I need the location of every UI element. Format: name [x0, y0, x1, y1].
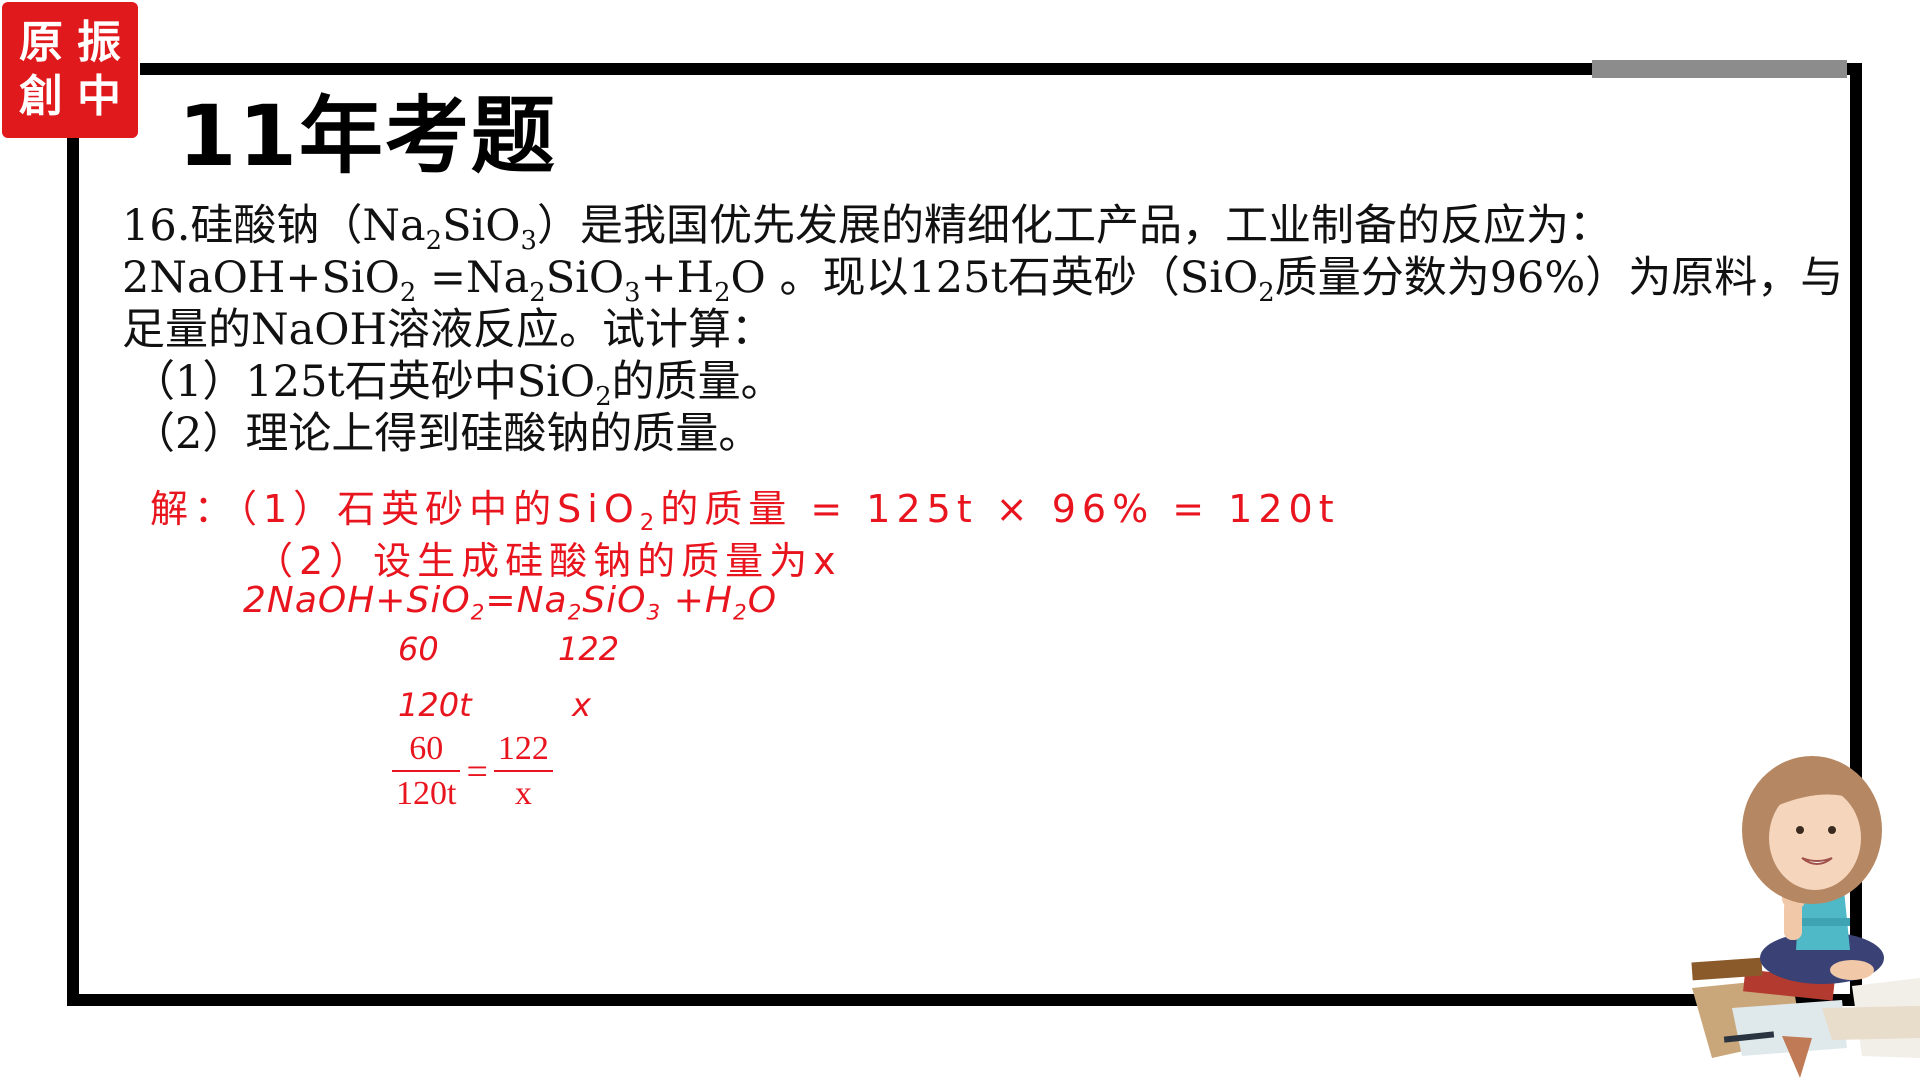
- stamp-char: 中: [77, 71, 121, 122]
- text: =Na: [485, 580, 568, 621]
- seal-stamp-logo: 原 振 創 中: [2, 2, 138, 138]
- subscript: 3: [520, 226, 537, 257]
- unknown-mass: x: [572, 686, 591, 724]
- question-line-2: 2NaOH+SiO2 =Na2SiO3+H2O 。现以125t石英砂（SiO2质…: [122, 252, 1843, 306]
- text: 的质量 = 125t × 96% = 120t: [660, 487, 1340, 531]
- frame-top-border: [140, 63, 1862, 75]
- subscript: 2: [595, 382, 612, 413]
- subscript: 2: [399, 278, 417, 309]
- page-title: 11年考题: [178, 87, 557, 185]
- subscript: 2: [639, 509, 661, 536]
- frame-bottom-border: [67, 994, 1862, 1006]
- subscript: 2: [425, 226, 443, 257]
- question-line-3: 足量的NaOH溶液反应。试计算：: [122, 305, 775, 355]
- subscript: 3: [646, 600, 662, 626]
- text: 质量分数为96%）为原料，与: [1274, 253, 1844, 303]
- chemical-equation: 2NaOH+SiO2=Na2SiO3 +H2O: [243, 580, 778, 624]
- subscript: 2: [567, 600, 583, 626]
- subscript: 2: [529, 278, 546, 309]
- text: （1）125t石英砂中SiO: [132, 357, 596, 407]
- text: SiO: [545, 253, 625, 303]
- fraction-bar: [392, 770, 461, 772]
- fraction-left: 60 120t: [392, 730, 461, 814]
- frame-left-border: [67, 138, 79, 1006]
- question-block: 16.硅酸钠（Na2SiO3）是我国优先发展的精细化工产品，工业制备的反应为： …: [122, 200, 1843, 460]
- solution-line-2: （2）设生成硅酸钠的质量为x: [255, 539, 842, 583]
- numerator: 60: [409, 730, 444, 767]
- text: 的质量。: [611, 357, 784, 407]
- numerator: 122: [497, 730, 549, 767]
- text: 2NaOH+SiO: [122, 253, 400, 303]
- watermark-strip: [1592, 60, 1847, 78]
- text: 硅酸钠（Na: [190, 201, 426, 251]
- molar-mass-sio2: 60: [398, 630, 439, 668]
- given-mass: 120t: [398, 686, 472, 724]
- text: 2NaOH+SiO: [243, 580, 471, 621]
- text: ）是我国优先发展的精细化工产品，工业制备的反应为：: [536, 201, 1612, 251]
- stamp-char: 原: [19, 17, 63, 68]
- text: +H: [640, 253, 715, 303]
- text: SiO: [582, 580, 647, 621]
- question-part-2: （2）理论上得到硅酸钠的质量。: [132, 409, 762, 459]
- question-number: 16.: [122, 201, 191, 251]
- text: O 。现以125t石英砂（SiO: [730, 253, 1259, 303]
- text: +H: [661, 580, 733, 621]
- molar-mass-na2sio3: 122: [558, 630, 620, 668]
- text: 解：（1）石英砂中的SiO: [150, 487, 640, 531]
- subscript: 2: [470, 600, 486, 626]
- question-part-1: （1）125t石英砂中SiO2的质量。: [122, 356, 1822, 410]
- stamp-char: 創: [19, 71, 63, 122]
- subscript: 2: [1258, 278, 1275, 309]
- solution-line-1: 解：（1）石英砂中的SiO2的质量 = 125t × 96% = 120t: [150, 478, 1340, 536]
- proportion-equation: 60 120t = 122 x: [392, 730, 553, 814]
- fraction-bar: [493, 770, 553, 772]
- subscript: 3: [624, 278, 641, 309]
- denominator: 120t: [396, 775, 457, 812]
- text: O: [747, 580, 778, 621]
- equals-sign: =: [466, 751, 488, 793]
- denominator: x: [514, 775, 532, 812]
- text: =Na: [416, 253, 530, 303]
- question-line-1: 16.硅酸钠（Na2SiO3）是我国优先发展的精细化工产品，工业制备的反应为：: [122, 200, 1822, 254]
- subscript: 2: [732, 600, 748, 626]
- subscript: 2: [714, 278, 731, 309]
- fraction-right: 122 x: [493, 730, 553, 814]
- teacher-character-illustration: [1691, 756, 1920, 1078]
- stamp-char: 振: [77, 17, 121, 68]
- text: SiO: [442, 201, 521, 251]
